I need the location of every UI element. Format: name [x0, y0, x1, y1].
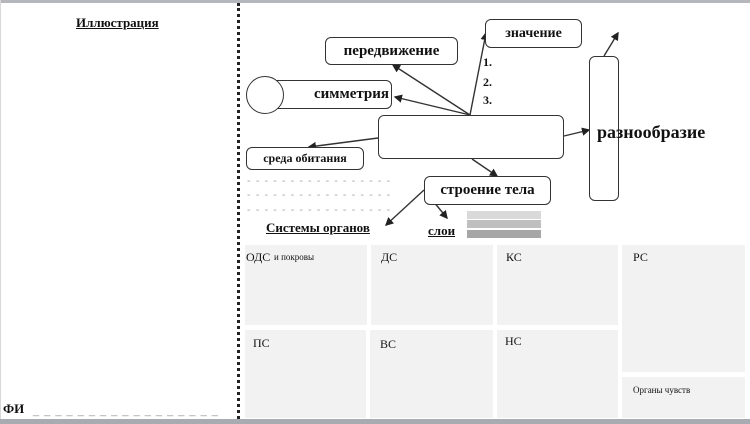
symmetry-box: симметрия	[270, 80, 392, 109]
symmetry-circle	[246, 76, 284, 114]
habitat-line-2[interactable]: - - - - - - - - - - - - - - - - -	[247, 189, 392, 201]
meaning-item-3: 3.	[483, 93, 492, 107]
arrow-to-symmetry	[393, 94, 471, 116]
arrow-to-body-structure	[471, 158, 499, 177]
meaning-item-1: 1.	[483, 55, 492, 69]
layers-label: слои	[428, 223, 456, 238]
habitat-line-3[interactable]: - - - - - - - - - - - - - - - - -	[247, 204, 392, 216]
top-border	[0, 0, 750, 3]
cell-ps-label: ПС	[253, 336, 270, 350]
meaning-box: значение	[485, 19, 582, 48]
arrow-to-meaning	[469, 31, 489, 116]
cell-ps[interactable]: ПС	[245, 330, 366, 418]
cell-ds[interactable]: ДС	[371, 245, 493, 325]
cell-ks[interactable]: КС	[497, 245, 618, 325]
habitat-box: среда обитания	[246, 147, 364, 170]
cell-rs[interactable]: РС	[622, 245, 745, 372]
illustration-label: Иллюстрация	[76, 15, 159, 30]
cell-ods-sublabel: и покровы	[274, 252, 315, 262]
habitat-line-1[interactable]: - - - - - - - - - - - - - - - - -	[247, 175, 392, 187]
cell-rs-label: РС	[633, 250, 648, 264]
organ-systems-label: Системы органов	[266, 220, 370, 235]
diversity-bar	[589, 56, 619, 201]
cell-ks-label: КС	[506, 250, 522, 264]
cell-vs-label: ВС	[380, 337, 397, 351]
left-border	[0, 0, 1, 424]
layer-bar-1	[467, 211, 541, 219]
cell-ns[interactable]: НС	[497, 330, 618, 418]
cell-sense-organs[interactable]: Органы чувств	[622, 377, 745, 418]
cell-ds-label: ДС	[381, 250, 398, 264]
diversity-label: разнообразие	[597, 122, 706, 142]
name-label: ФИ	[3, 401, 25, 416]
layer-bar-3	[467, 230, 541, 238]
arrow-to-organ-systems	[384, 189, 425, 226]
cell-ns-label: НС	[505, 334, 522, 348]
arrow-from-diversity	[603, 31, 619, 57]
arrow-to-movement	[391, 64, 471, 116]
arrow-to-diversity	[563, 127, 591, 137]
cell-vs[interactable]: ВС	[370, 330, 493, 418]
meaning-item-2: 2.	[483, 75, 492, 89]
movement-box: передвижение	[325, 37, 458, 65]
body-structure-box: строение тела	[424, 176, 551, 205]
layer-bar-2	[467, 220, 541, 228]
center-box[interactable]	[378, 115, 564, 159]
cell-ods[interactable]: ОДС и покровы	[245, 245, 367, 325]
dotted-divider	[237, 3, 240, 419]
cell-ods-label: ОДС	[246, 250, 271, 264]
cell-sense-organs-label: Органы чувств	[633, 385, 691, 395]
name-input-line[interactable]: _ _ _ _ _ _ _ _ _ _ _ _ _ _ _ _ _	[33, 405, 219, 417]
bottom-border	[0, 419, 750, 424]
arrow-to-habitat	[307, 137, 379, 151]
